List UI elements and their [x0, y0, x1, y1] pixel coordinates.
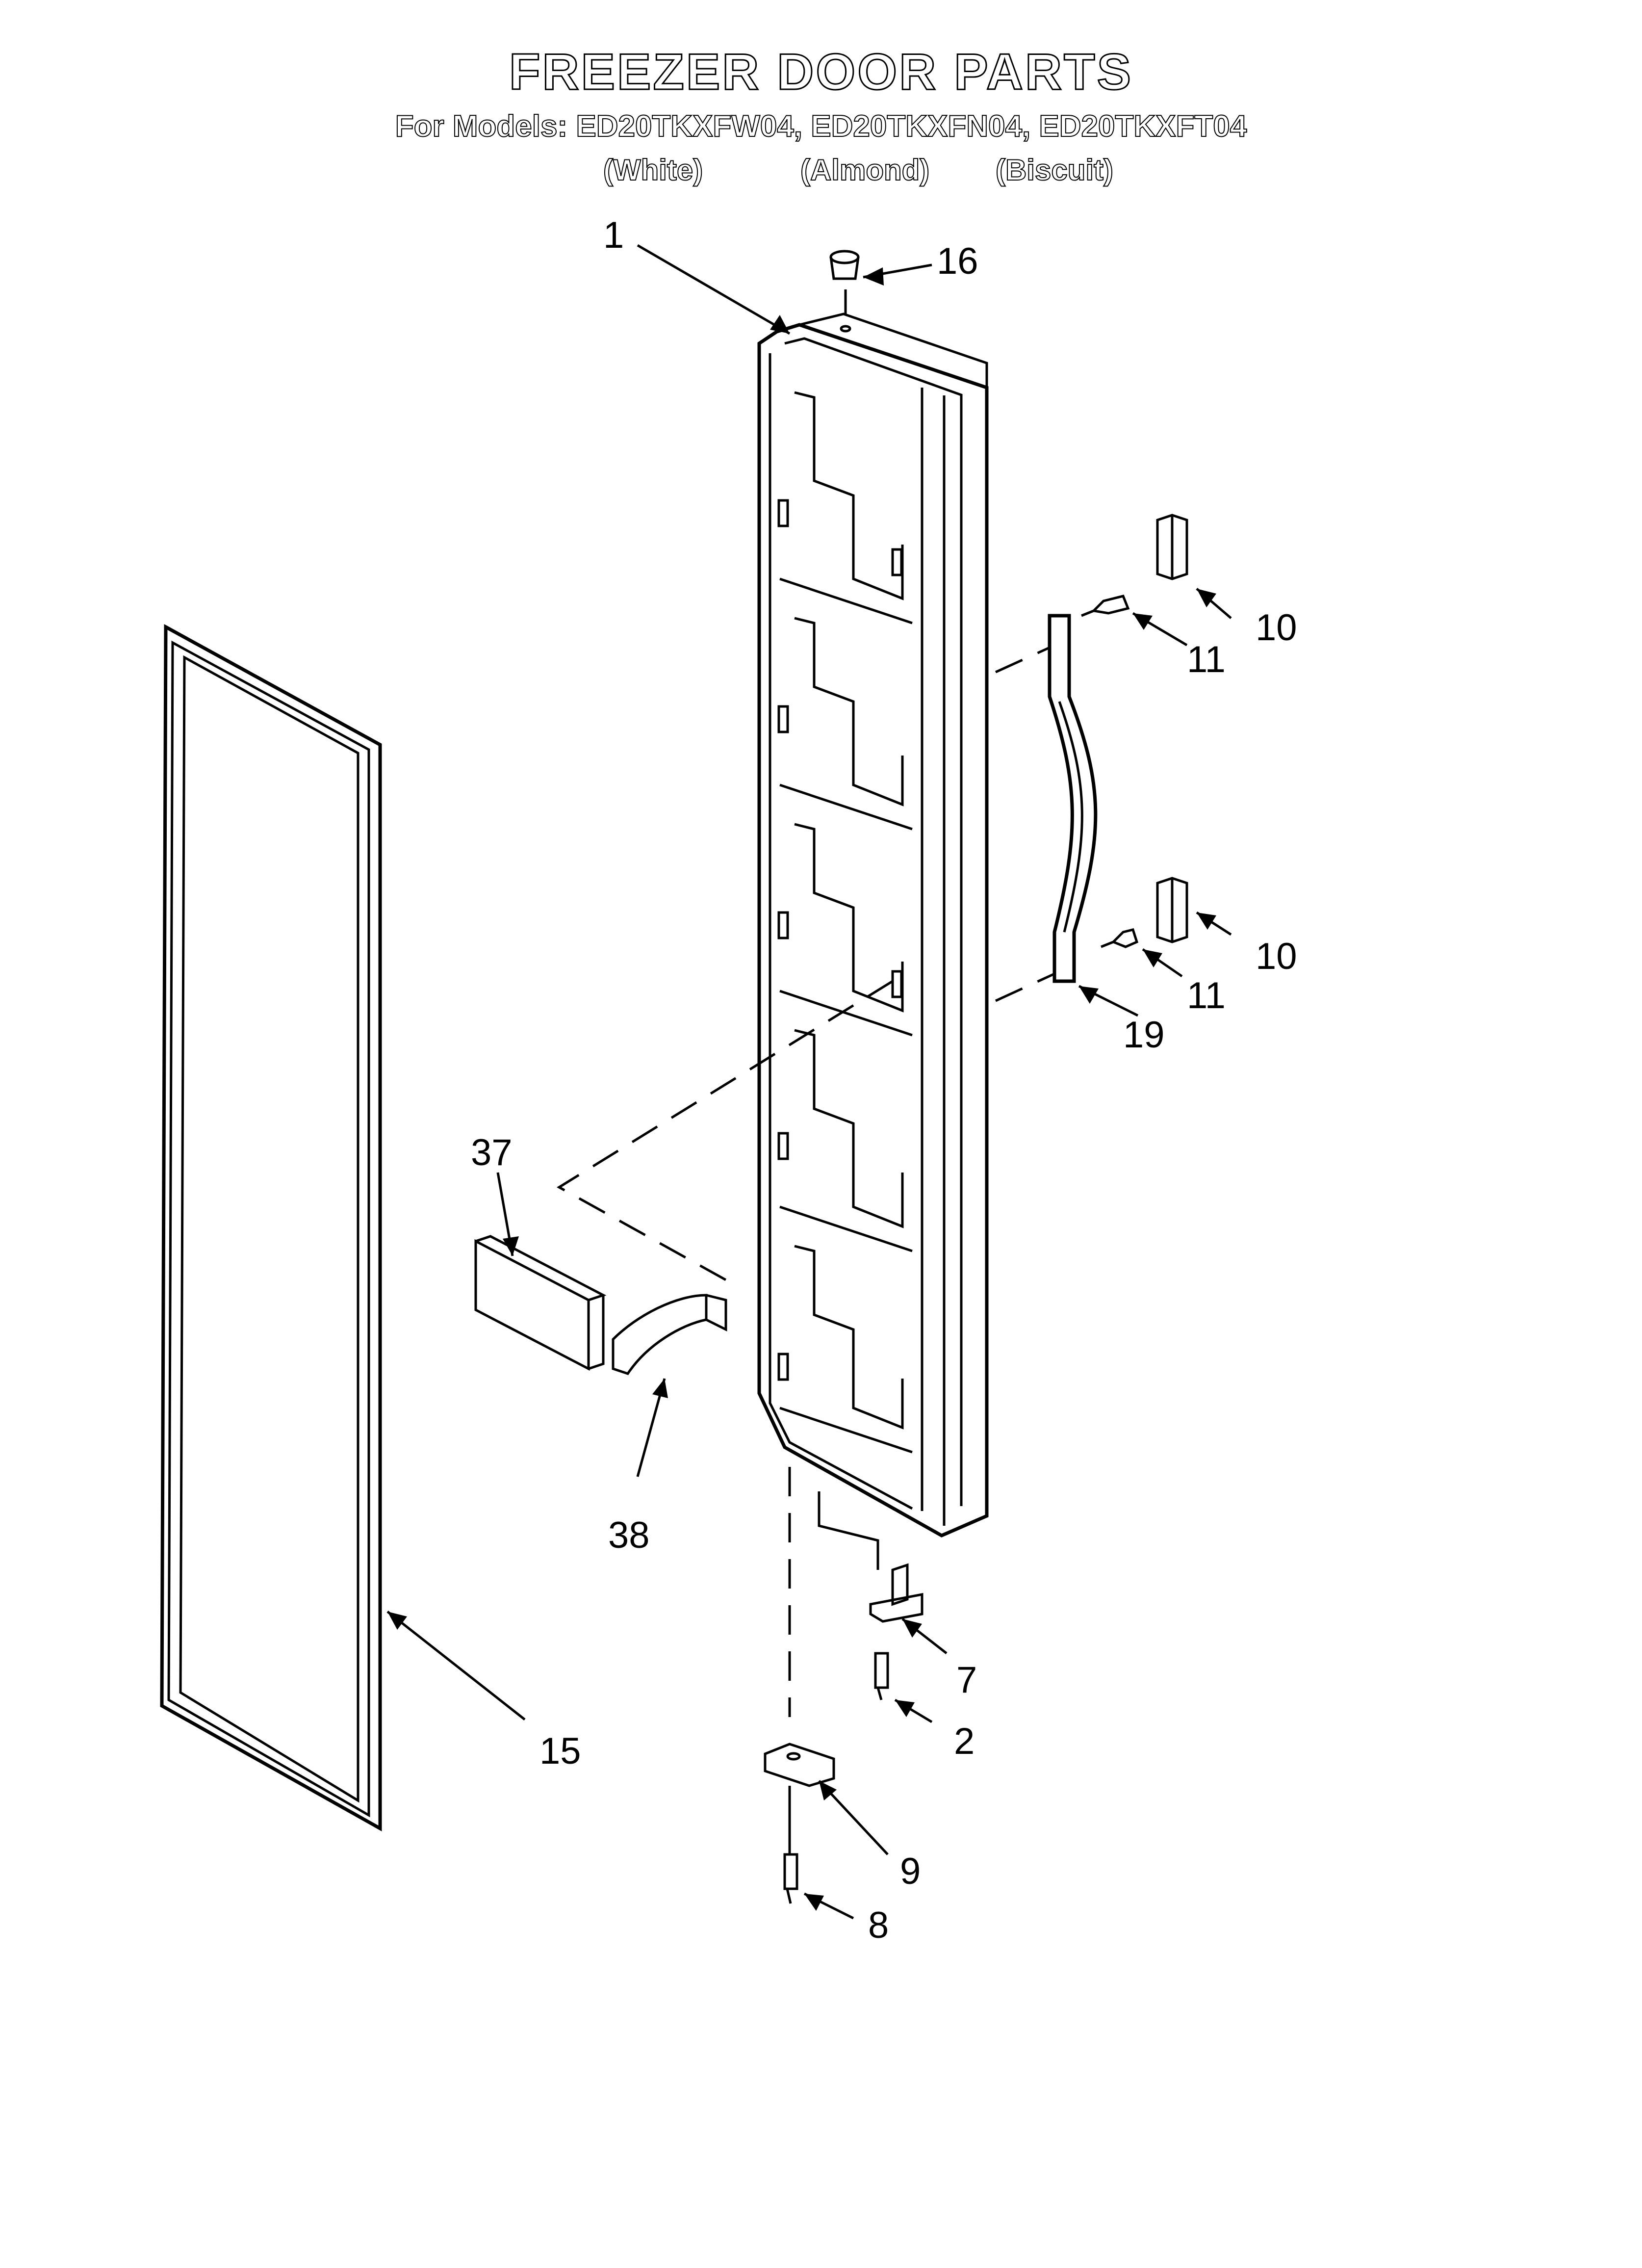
leader-lines — [386, 244, 1232, 1920]
callout-2: 2 — [954, 1721, 975, 1762]
callout-15: 15 — [539, 1730, 581, 1772]
page-title: FREEZER DOOR PARTS — [509, 43, 1133, 102]
callout-16: 16 — [937, 240, 978, 282]
models-line: For Models: ED20TKXFW04, ED20TKXFN04, ED… — [395, 109, 1247, 144]
handle-end-cap-bottom — [1156, 877, 1188, 943]
color-almond-label: (Almond) — [800, 153, 930, 187]
callout-11-top: 11 — [1187, 639, 1226, 680]
hinge-screw — [783, 1853, 798, 1904]
callout-11-bottom: 11 — [1187, 975, 1226, 1017]
callout-7: 7 — [956, 1659, 977, 1701]
assembly-lines — [557, 980, 894, 1854]
handle-screw-top — [1081, 595, 1130, 617]
callout-10-top: 10 — [1256, 607, 1297, 649]
color-white-label: (White) — [603, 153, 703, 187]
handle-screw-bottom — [1101, 928, 1139, 948]
shelf-end-cap — [612, 1294, 727, 1375]
hinge-bracket — [764, 1743, 835, 1787]
callout-37: 37 — [471, 1132, 513, 1173]
callout-1: 1 — [603, 214, 624, 256]
door-gasket — [160, 624, 382, 1831]
handle-end-cap-top — [1156, 514, 1188, 580]
hinge-pin-screw — [874, 1652, 889, 1700]
callout-10-bottom: 10 — [1256, 936, 1297, 977]
callout-19: 19 — [1123, 1014, 1165, 1056]
hinge-pin — [869, 1563, 924, 1623]
door-stop-part — [829, 250, 860, 333]
callout-8: 8 — [868, 1904, 889, 1946]
color-biscuit-label: (Biscuit) — [995, 153, 1114, 187]
callout-38: 38 — [608, 1514, 650, 1556]
callout-9: 9 — [900, 1851, 921, 1892]
door-handle — [995, 614, 1098, 1002]
shelf-retainer — [474, 1235, 607, 1371]
freezer-door — [757, 313, 989, 1538]
